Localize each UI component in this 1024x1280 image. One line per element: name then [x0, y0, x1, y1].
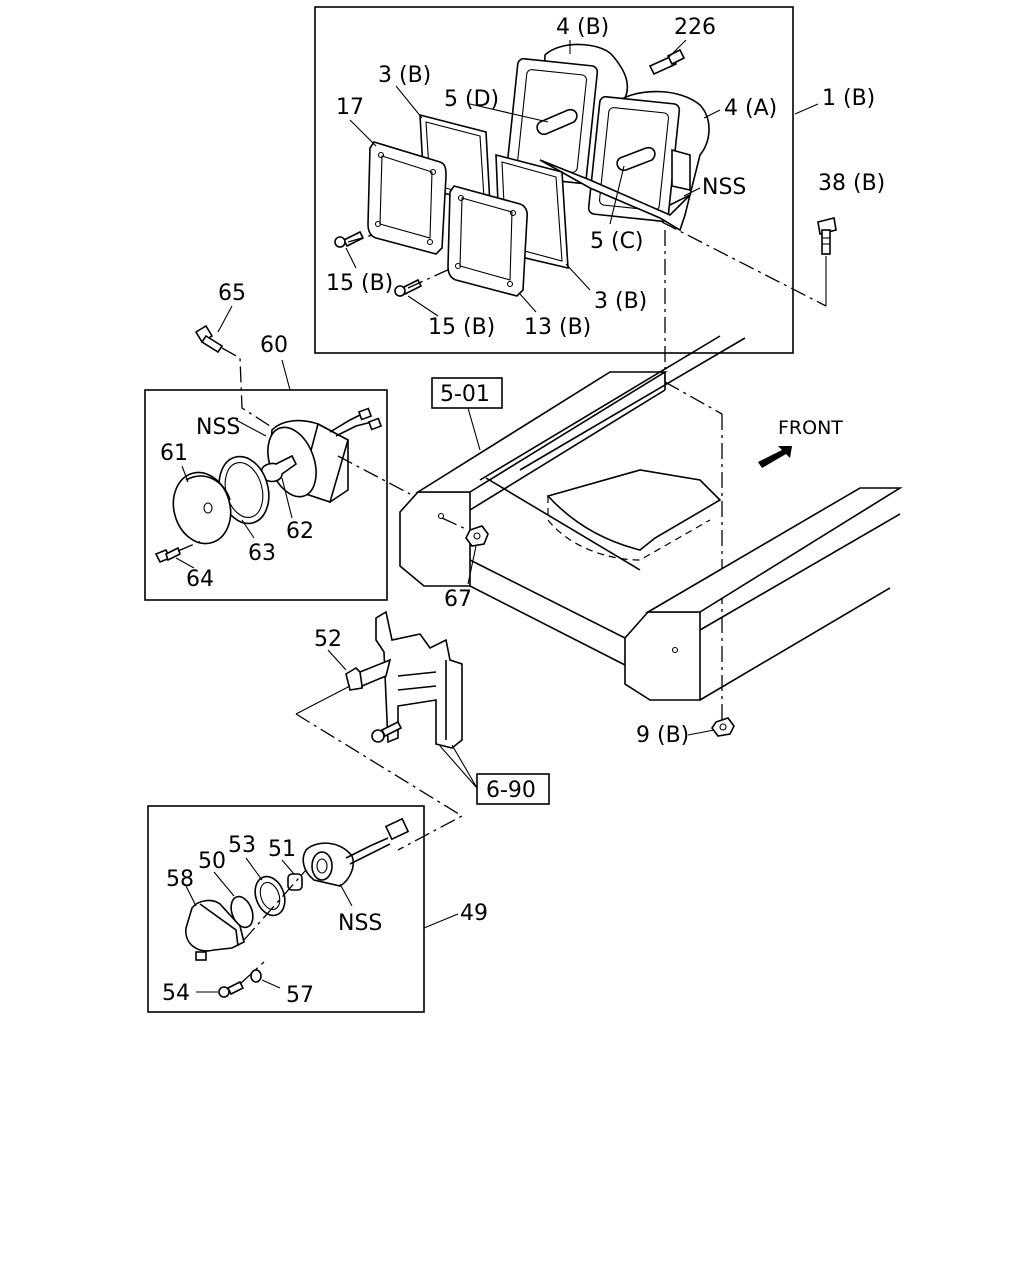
clearance-lamp-group-frame: [147, 805, 425, 1013]
label-62: 62: [286, 519, 314, 544]
lamp-body-nss: [302, 817, 410, 887]
nut-9b: [711, 717, 735, 737]
label-53: 53: [228, 833, 256, 858]
screw-64: [154, 546, 181, 564]
label-3b-bottom: 3 (B): [594, 289, 647, 314]
label-57: 57: [286, 983, 314, 1008]
label-front: FRONT: [778, 417, 843, 439]
label-38b: 38 (B): [818, 171, 885, 196]
label-5-01: 5-01: [440, 382, 490, 407]
bolt-38b: [817, 217, 837, 255]
label-63: 63: [248, 541, 276, 566]
bolt-bracket: [371, 720, 403, 743]
label-5d: 5 (D): [444, 87, 499, 112]
label-60: 60: [260, 333, 288, 358]
washer-57: [250, 969, 262, 983]
label-15b-mid: 15 (B): [428, 315, 495, 340]
label-65: 65: [218, 281, 246, 306]
label-17: 17: [336, 95, 364, 120]
side-lamp-group-frame: [144, 389, 388, 601]
lens-61: [172, 471, 232, 545]
label-49: 49: [460, 901, 488, 926]
screw-15b-left: [334, 230, 365, 248]
label-nss-top: NSS: [702, 175, 746, 200]
label-1b: 1 (B): [822, 86, 875, 111]
bulb-5d: [536, 108, 578, 136]
side-lamp-base-60: [267, 407, 383, 504]
label-54: 54: [162, 981, 190, 1006]
bulb-62: [260, 454, 298, 483]
label-9b: 9 (B): [636, 723, 689, 748]
chassis-frame: [399, 335, 903, 701]
ref-box-6-90: [476, 773, 550, 805]
nut-67: [465, 525, 489, 547]
label-13b: 13 (B): [524, 315, 591, 340]
label-4b: 4 (B): [556, 15, 609, 40]
gasket-53: [254, 875, 286, 917]
lens-50: [230, 895, 254, 929]
label-52: 52: [314, 627, 342, 652]
bezel-17: [367, 141, 447, 255]
ref-box-5-01: [431, 377, 503, 409]
cover-58: [185, 899, 245, 961]
label-nss-mid: NSS: [196, 415, 240, 440]
label-4a: 4 (A): [724, 96, 777, 121]
label-51: 51: [268, 837, 296, 862]
headlamp-base-plate: [539, 159, 692, 232]
screw-226: [648, 48, 686, 76]
headlamp-group-frame: [314, 6, 794, 354]
label-6-90: 6-90: [486, 778, 536, 803]
label-50: 50: [198, 849, 226, 874]
bulb-5c: [616, 146, 656, 172]
bolt-65: [194, 324, 224, 354]
label-nss-bottom: NSS: [338, 911, 382, 936]
label-15b-left: 15 (B): [326, 271, 393, 296]
lamp-holder-52: [345, 658, 392, 691]
label-67: 67: [444, 587, 472, 612]
label-61: 61: [160, 441, 188, 466]
label-64: 64: [186, 567, 214, 592]
label-3b-top: 3 (B): [378, 63, 431, 88]
label-226: 226: [674, 15, 716, 40]
label-5c: 5 (C): [590, 229, 644, 254]
gasket-63: [218, 455, 270, 525]
bezel-13b: [447, 185, 529, 297]
screw-54: [218, 980, 245, 998]
front-arrow-icon: [758, 446, 792, 468]
label-58: 58: [166, 867, 194, 892]
